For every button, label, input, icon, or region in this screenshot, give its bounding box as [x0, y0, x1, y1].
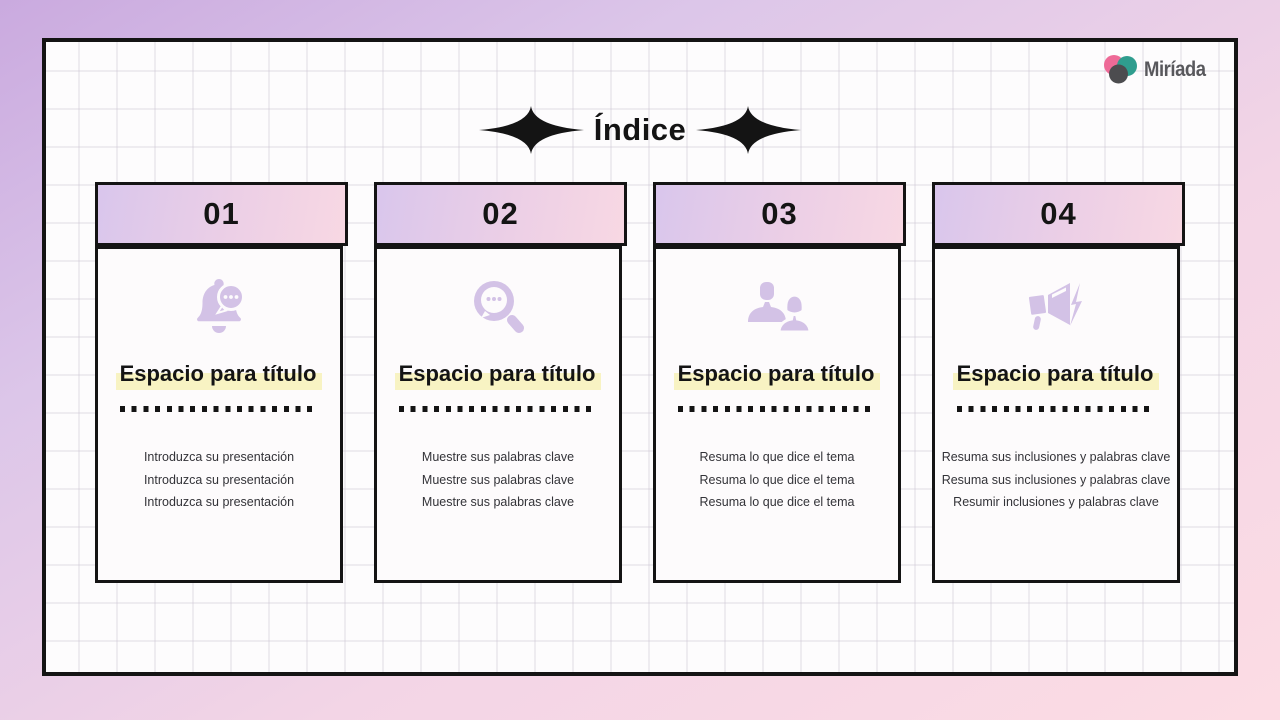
slide-title: Índice	[593, 112, 687, 147]
card-02-body: Espacio para título Muestre sus palabras…	[374, 246, 622, 583]
card-04-header: 04	[932, 182, 1185, 246]
card-01-header: 01	[95, 182, 348, 246]
dotted-divider	[399, 406, 597, 412]
card-04-line-3: Resumir inclusiones y palabras clave	[953, 495, 1159, 509]
card-02-line-2: Muestre sus palabras clave	[421, 472, 575, 487]
card-03-line-1: Resuma lo que dice el tema	[699, 450, 855, 464]
dotted-divider	[678, 406, 876, 412]
card-03-line-2: Resuma lo que dice el tema	[699, 472, 855, 487]
search-magnifier-chat-icon	[377, 269, 619, 347]
sparkle-right-icon	[696, 106, 802, 154]
card-02-lines: Muestre sus palabras clave Muestre sus p…	[377, 446, 619, 514]
card-01-lines: Introduzca su presentación Introduzca su…	[98, 446, 340, 514]
card-01-line-2: Introduzca su presentación	[143, 472, 295, 487]
card-01-number: 01	[203, 196, 240, 231]
card-01-line-3: Introduzca su presentación	[143, 495, 295, 509]
index-card-04: 04 Espacio para título Resuma sus inclus…	[932, 182, 1185, 583]
card-01-line-1: Introduzca su presentación	[143, 450, 295, 464]
card-04-body: Espacio para título Resuma sus inclusion…	[932, 246, 1180, 583]
card-03-title: Espacio para título	[673, 361, 881, 390]
card-03-line-3: Resuma lo que dice el tema	[699, 495, 855, 509]
index-cards-row: 01 Espacio para título	[95, 182, 1185, 583]
slide-panel: Miríada Índice 01	[42, 38, 1238, 676]
brand-name: Miríada	[1143, 58, 1206, 81]
card-04-line-1: Resuma sus inclusiones y palabras clave	[941, 450, 1171, 464]
card-03-body: Espacio para título Resuma lo que dice e…	[653, 246, 901, 583]
card-03-lines: Resuma lo que dice el tema Resuma lo que…	[656, 446, 898, 514]
card-03-header: 03	[653, 182, 906, 246]
bell-notification-chat-icon	[98, 269, 340, 347]
card-02-line-1: Muestre sus palabras clave	[421, 450, 575, 464]
card-04-line-2: Resuma sus inclusiones y palabras clave	[941, 472, 1171, 487]
dotted-divider	[957, 406, 1155, 412]
card-04-number: 04	[1040, 196, 1077, 231]
card-04-lines: Resuma sus inclusiones y palabras clave …	[935, 446, 1177, 514]
miriada-heart-logo-icon	[1102, 54, 1138, 86]
index-card-03: 03 Espacio para título Resum	[653, 182, 906, 583]
slide-title-row: Índice	[46, 100, 1234, 160]
index-card-02: 02 Espacio para título	[374, 182, 627, 583]
card-01-body: Espacio para título Introduzca su presen…	[95, 246, 343, 583]
brand-logo: Miríada	[1102, 54, 1214, 86]
card-02-header: 02	[374, 182, 627, 246]
card-02-title: Espacio para título	[394, 361, 602, 390]
index-card-01: 01 Espacio para título	[95, 182, 348, 583]
card-02-number: 02	[482, 196, 519, 231]
card-04-title: Espacio para título	[952, 361, 1160, 390]
card-01-title: Espacio para título	[115, 361, 323, 390]
sparkle-left-icon	[478, 106, 584, 154]
two-people-icon	[656, 269, 898, 347]
dotted-divider	[120, 406, 318, 412]
megaphone-lightning-icon	[935, 269, 1177, 347]
card-02-line-3: Muestre sus palabras clave	[421, 495, 575, 509]
card-03-number: 03	[761, 196, 798, 231]
